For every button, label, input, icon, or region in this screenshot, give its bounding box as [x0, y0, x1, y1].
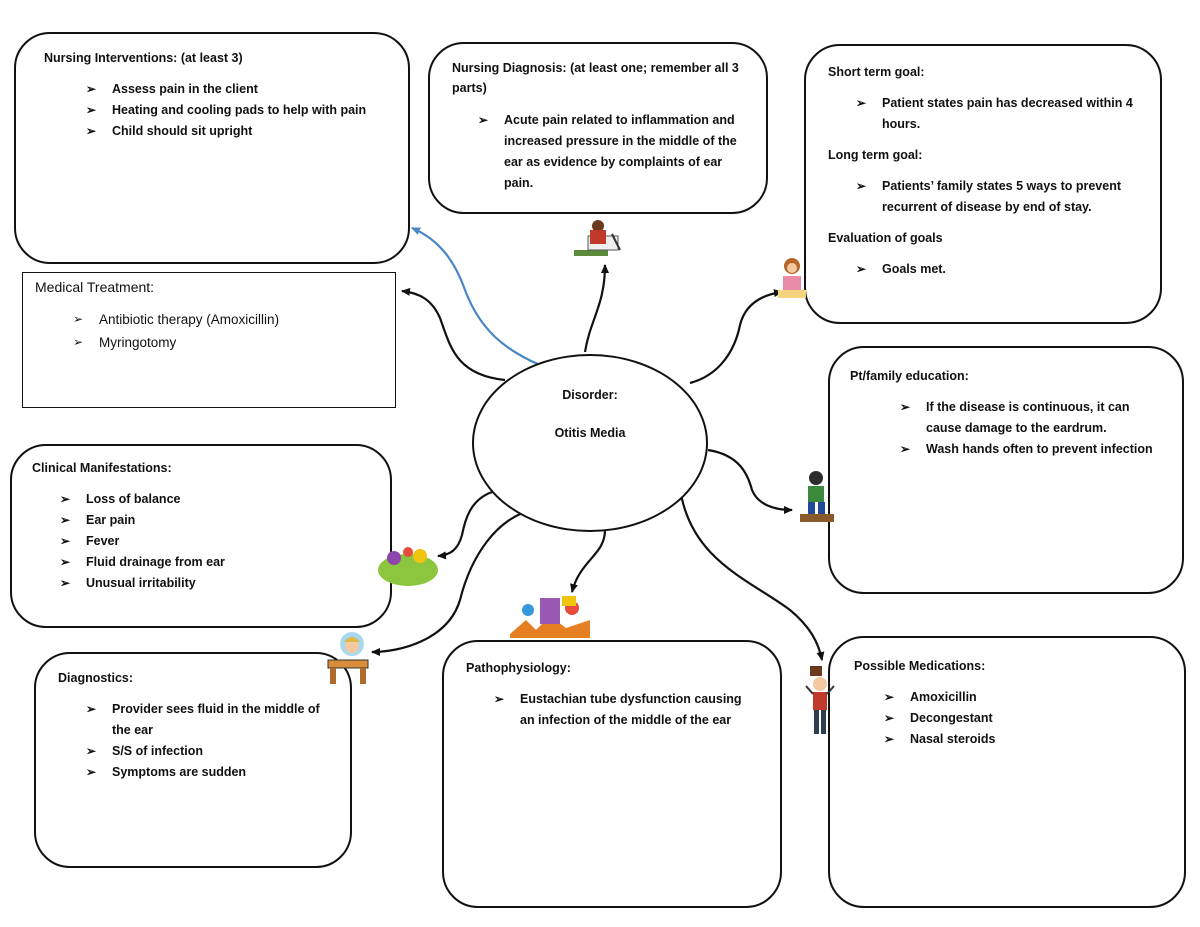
arrow-to-pathophysiology — [570, 529, 607, 593]
nursing-interventions-title: Nursing Interventions: (at least 3) — [44, 51, 243, 65]
list-item: S/S of infection — [86, 741, 328, 762]
list-item: Fever — [60, 531, 370, 552]
clinical-manifestations-title: Clinical Manifestations: — [32, 461, 172, 475]
education-list: If the disease is continuous, it can cau… — [900, 397, 1162, 460]
clipart-playground-icon — [510, 596, 590, 638]
medications-box: Possible Medications: Amoxicillin Decong… — [828, 636, 1186, 908]
list-item: Amoxicillin — [884, 687, 1160, 708]
pathophysiology-title: Pathophysiology: — [466, 661, 571, 675]
diagnostics-list: Provider sees fluid in the middle of the… — [86, 699, 328, 783]
short-term-goal-list: Patient states pain has decreased within… — [856, 93, 1138, 135]
long-term-goal-title: Long term goal: — [828, 148, 923, 162]
evaluation-of-goals-title: Evaluation of goals — [828, 231, 943, 245]
clinical-manifestations-list: Loss of balance Ear pain Fever Fluid dra… — [60, 489, 370, 594]
list-item: Myringotomy — [73, 331, 383, 354]
medications-title: Possible Medications: — [854, 659, 986, 673]
medical-treatment-list: Antibiotic therapy (Amoxicillin) Myringo… — [73, 308, 383, 354]
clipart-boy-building-icon — [800, 471, 834, 522]
list-item: Antibiotic therapy (Amoxicillin) — [73, 308, 383, 331]
list-item: Fluid drainage from ear — [60, 552, 370, 573]
medical-treatment-title: Medical Treatment: — [35, 279, 155, 295]
medical-treatment-box: Medical Treatment: Antibiotic therapy (A… — [22, 272, 396, 408]
list-item: Unusual irritability — [60, 573, 370, 594]
short-term-goal-title: Short term goal: — [828, 65, 925, 79]
list-item: Patients’ family states 5 ways to preven… — [856, 176, 1138, 218]
pathophysiology-list: Eustachian tube dysfunction causing an i… — [494, 689, 758, 731]
list-item: Nasal steroids — [884, 729, 1160, 750]
evaluation-of-goals-list: Goals met. — [856, 259, 1138, 280]
list-item: Patient states pain has decreased within… — [856, 93, 1138, 135]
long-term-goal-list: Patients’ family states 5 ways to preven… — [856, 176, 1138, 218]
list-item: Provider sees fluid in the middle of the… — [86, 699, 328, 741]
arrow-to-medical-treatment — [401, 287, 506, 382]
education-box: Pt/family education: If the disease is c… — [828, 346, 1184, 594]
nursing-diagnosis-list: Acute pain related to inflammation and i… — [478, 110, 746, 194]
list-item: Child should sit upright — [86, 121, 388, 142]
arrow-to-goals — [689, 289, 783, 385]
disorder-name: Otitis Media — [554, 426, 626, 440]
disorder-label: Disorder: — [562, 388, 618, 402]
diagnostics-box: Diagnostics: Provider sees fluid in the … — [34, 652, 352, 868]
nursing-interventions-box: Nursing Interventions: (at least 3) Asse… — [14, 32, 410, 264]
arrow-to-education — [707, 448, 793, 514]
arrow-to-clinical — [437, 490, 493, 560]
list-item: Acute pain related to inflammation and i… — [478, 110, 746, 194]
diagnostics-title: Diagnostics: — [58, 671, 134, 685]
list-item: Assess pain in the client — [86, 79, 388, 100]
arrow-to-nursing-diagnosis — [583, 264, 609, 353]
clipart-doctor-reading-icon — [574, 220, 621, 256]
list-item: Heating and cooling pads to help with pa… — [86, 100, 388, 121]
list-item: Ear pain — [60, 510, 370, 531]
education-title: Pt/family education: — [850, 369, 969, 383]
clipart-child-waving-icon — [805, 666, 835, 734]
clinical-manifestations-box: Clinical Manifestations: Loss of balance… — [10, 444, 392, 628]
pathophysiology-box: Pathophysiology: Eustachian tube dysfunc… — [442, 640, 782, 908]
list-item: Loss of balance — [60, 489, 370, 510]
list-item: Goals met. — [856, 259, 1138, 280]
goals-box: Short term goal: Patient states pain has… — [804, 44, 1162, 324]
nursing-interventions-list: Assess pain in the client Heating and co… — [86, 79, 388, 142]
clipart-girl-reading-icon — [778, 258, 806, 298]
medications-list: Amoxicillin Decongestant Nasal steroids — [884, 687, 1160, 750]
list-item: If the disease is continuous, it can cau… — [900, 397, 1162, 439]
disorder-ellipse: Disorder: Otitis Media — [472, 354, 708, 532]
list-item: Decongestant — [884, 708, 1160, 729]
clipart-student-desk-icon — [327, 632, 369, 684]
clipart-kids-playing-icon — [378, 547, 438, 586]
list-item: Wash hands often to prevent infection — [900, 439, 1162, 460]
nursing-diagnosis-title: Nursing Diagnosis: (at least one; rememb… — [452, 61, 739, 95]
list-item: Symptoms are sudden — [86, 762, 328, 783]
nursing-diagnosis-box: Nursing Diagnosis: (at least one; rememb… — [428, 42, 768, 214]
arrow-to-nursing-interventions — [411, 226, 541, 367]
list-item: Eustachian tube dysfunction causing an i… — [494, 689, 758, 731]
